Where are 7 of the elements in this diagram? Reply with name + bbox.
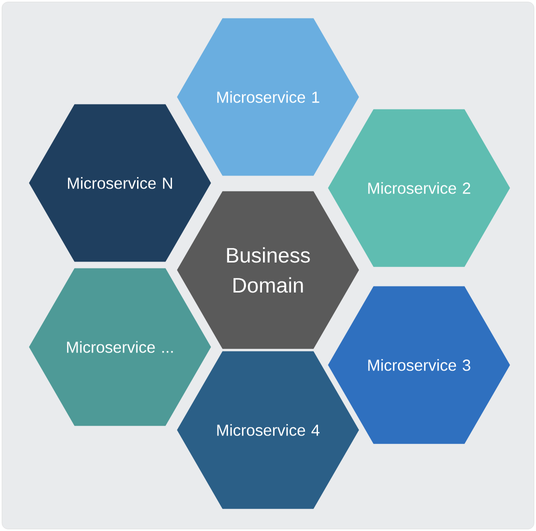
hexagon: Microservice 3 bbox=[328, 286, 510, 444]
hexagon: Microservice 1 bbox=[177, 18, 359, 176]
hexagon: Microservice 2 bbox=[328, 109, 510, 267]
hexagon: Business Domain bbox=[177, 191, 359, 349]
hexagon: Microservice 4 bbox=[177, 351, 359, 509]
hexagon: Microservice N bbox=[29, 104, 211, 262]
hexagon: Microservice ... bbox=[29, 268, 211, 426]
